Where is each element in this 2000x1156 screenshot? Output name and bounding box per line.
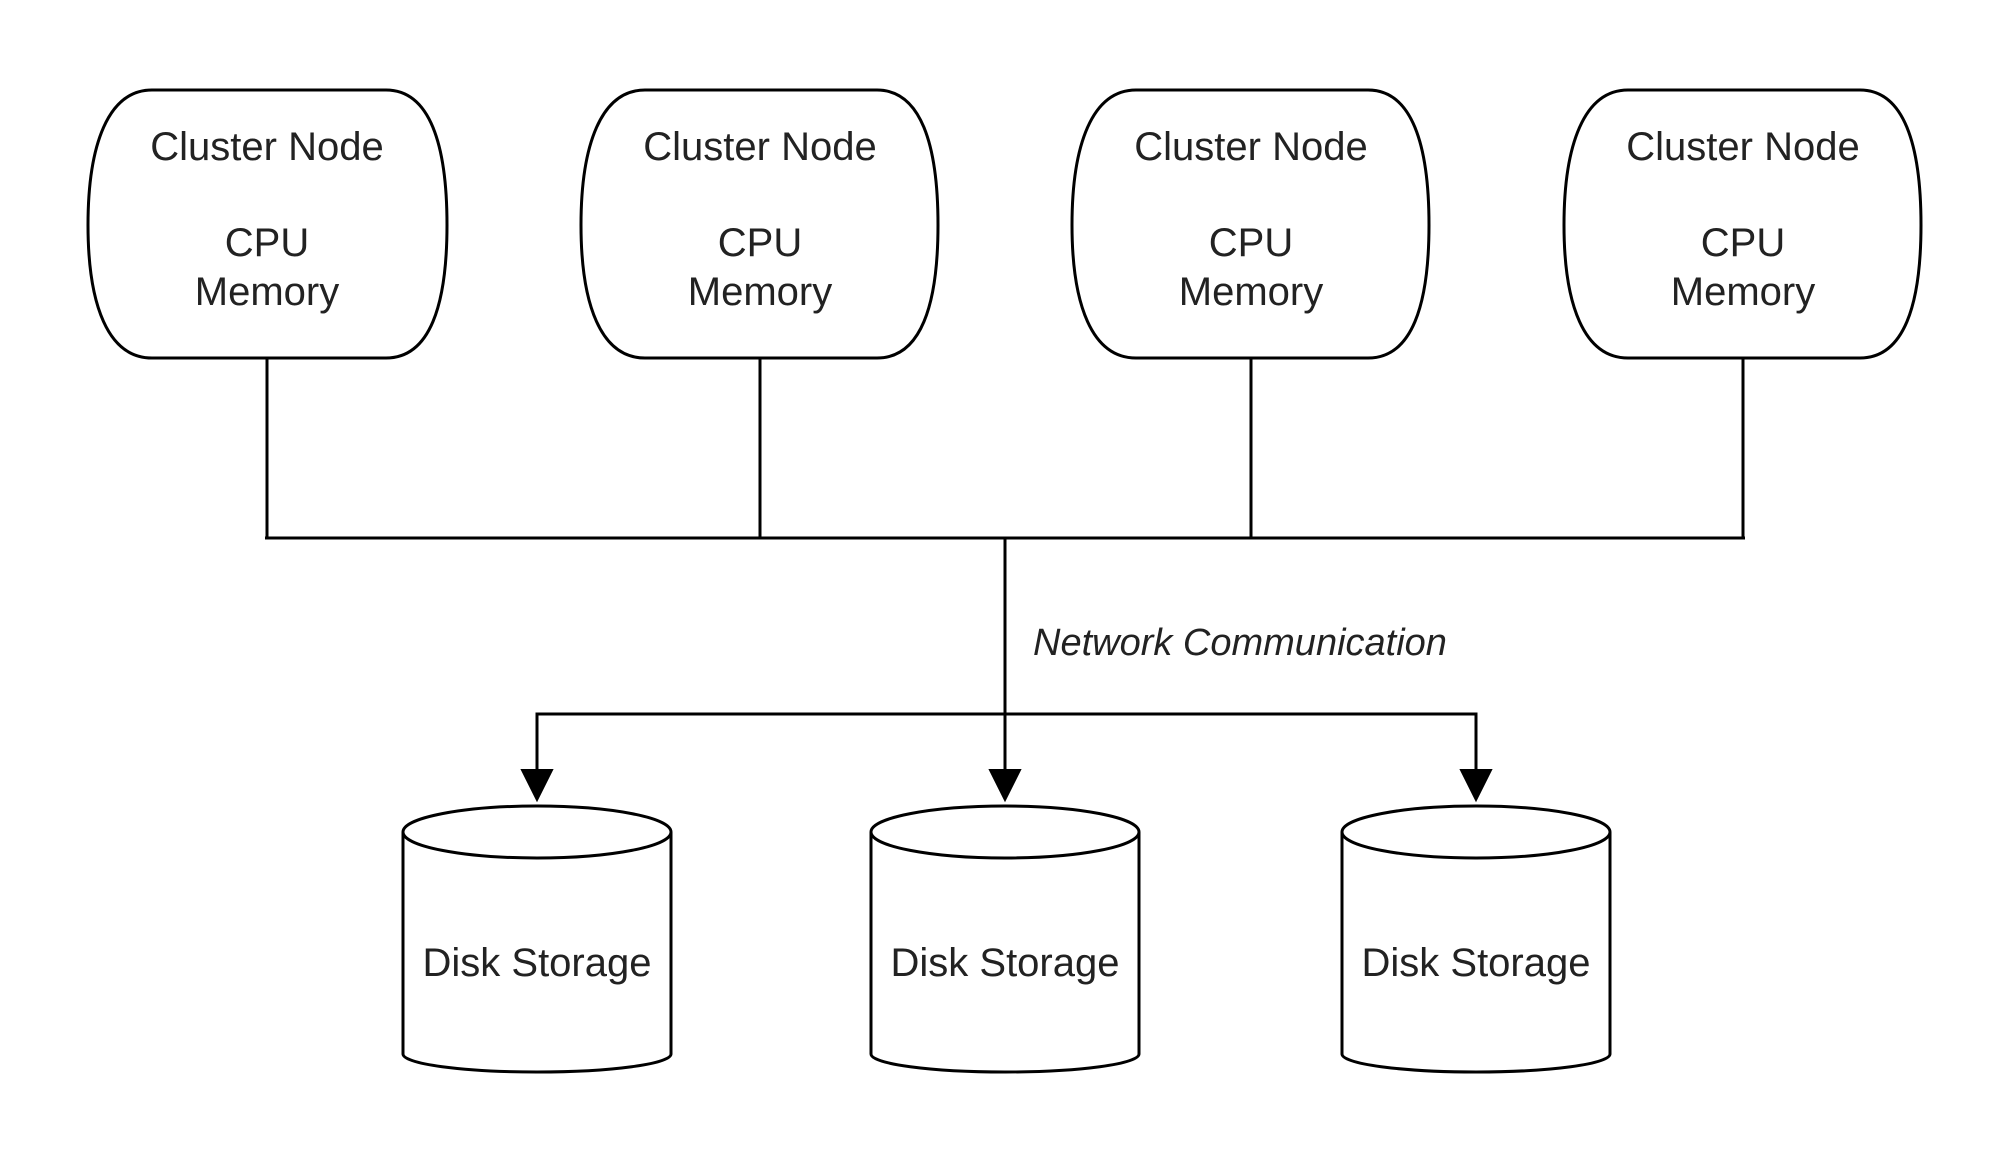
node-connectors — [265, 358, 1745, 538]
disk-storage-body — [869, 832, 1141, 1074]
disk-storage-top — [869, 804, 1141, 860]
disk-storage: Disk Storage — [869, 804, 1141, 1074]
disk-storage-top — [1340, 804, 1612, 860]
disk-storage-top — [401, 804, 673, 860]
arrowhead-disk-2 — [988, 769, 1022, 803]
cluster-node-memory: Memory — [195, 270, 339, 314]
cluster-node-title: Cluster Node — [1626, 125, 1859, 169]
cluster-node: Cluster Node CPU Memory — [1562, 88, 1923, 360]
network-communication-label: Network Communication — [1033, 622, 1447, 664]
cluster-node-title: Cluster Node — [643, 125, 876, 169]
disk-storage-label: Disk Storage — [423, 941, 652, 985]
disk-storage-label: Disk Storage — [1362, 941, 1591, 985]
disk-storage-body — [1340, 832, 1612, 1074]
disk-storage: Disk Storage — [1340, 804, 1612, 1074]
cluster-node: Cluster Node CPU Memory — [1070, 88, 1431, 360]
cluster-node-cpu: CPU — [225, 221, 309, 265]
cluster-node-cpu: CPU — [1701, 221, 1785, 265]
storage-distribution-line — [535, 712, 1478, 772]
arrowhead-disk-3 — [1459, 769, 1493, 803]
cluster-node: Cluster Node CPU Memory — [579, 88, 940, 360]
cluster-node-memory: Memory — [1671, 270, 1815, 314]
cluster-node-cpu: CPU — [1209, 221, 1293, 265]
cluster-node-shape — [1070, 88, 1431, 360]
disk-storage-label: Disk Storage — [891, 941, 1120, 985]
cluster-node-cpu: CPU — [718, 221, 802, 265]
cluster-node-title: Cluster Node — [1134, 125, 1367, 169]
cluster-node-memory: Memory — [1179, 270, 1323, 314]
disk-storage: Disk Storage — [401, 804, 673, 1074]
arrowhead-disk-1 — [520, 769, 554, 803]
cluster-node-memory: Memory — [688, 270, 832, 314]
cluster-node: Cluster Node CPU Memory — [86, 88, 449, 360]
cluster-node-shape — [1562, 88, 1923, 360]
cluster-node-shape — [86, 88, 449, 360]
cluster-node-title: Cluster Node — [150, 125, 383, 169]
cluster-node-shape — [579, 88, 940, 360]
disk-storage-body — [401, 832, 673, 1074]
